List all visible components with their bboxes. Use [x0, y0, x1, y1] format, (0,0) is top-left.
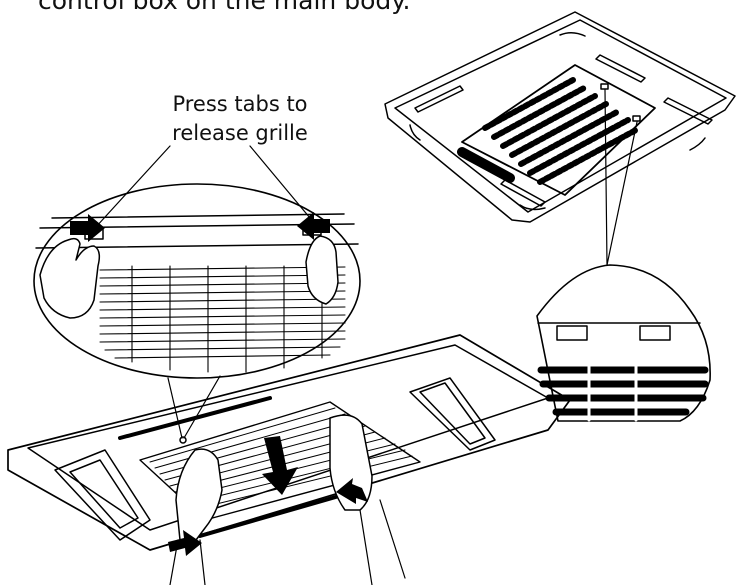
- bottom-left-hand-shape: [176, 449, 222, 540]
- cassette-panel-top-view: [385, 12, 735, 265]
- press-arrow-right-icon: [297, 212, 330, 240]
- cassette-louver-slots: [485, 80, 636, 182]
- grille-removal-panel: [8, 335, 570, 585]
- hands-magnifier: [34, 146, 360, 438]
- right-hand-shape: [306, 236, 338, 304]
- pull-down-arrow-icon: [262, 436, 298, 495]
- tab-closeup-magnifier: [537, 265, 710, 421]
- left-hand-shape: [40, 239, 99, 318]
